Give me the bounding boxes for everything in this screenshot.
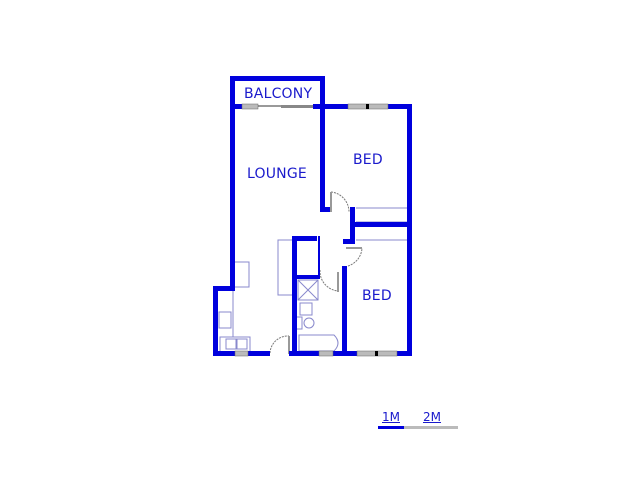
walls (213, 76, 412, 356)
room-label-bed-1: BED (353, 152, 383, 168)
windows (234, 103, 398, 357)
doors (269, 191, 363, 354)
fixtures (218, 207, 407, 354)
scale-label-1m: 1M (382, 410, 400, 424)
room-label-lounge: LOUNGE (247, 166, 307, 182)
room-label-balcony: BALCONY (244, 86, 313, 102)
scale-bar (378, 426, 458, 429)
scale-label-2m: 2M (423, 410, 441, 424)
room-label-bed-2: BED (362, 288, 392, 304)
